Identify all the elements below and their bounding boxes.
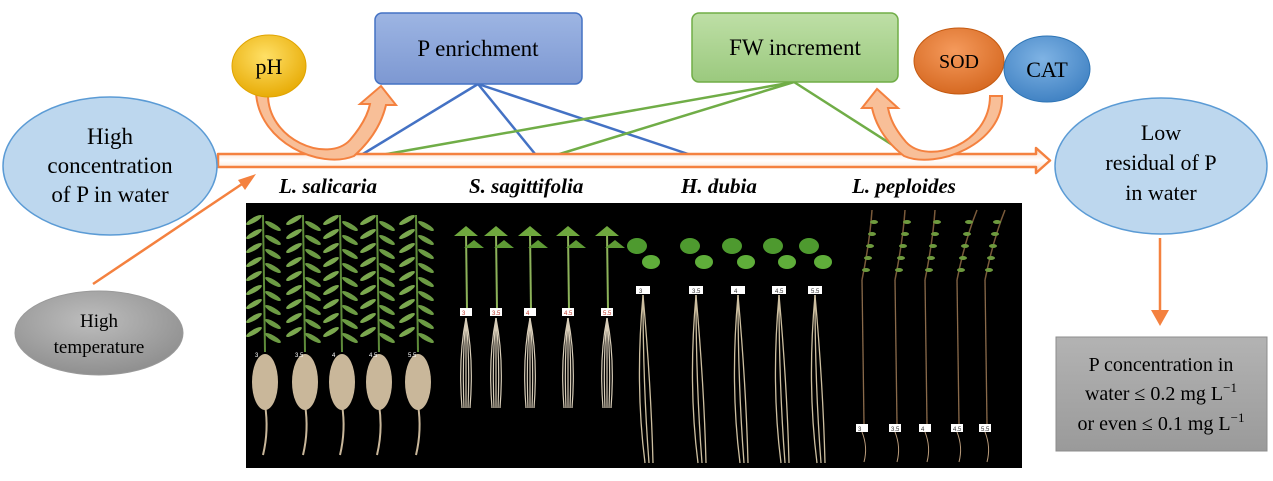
high-p-line1: High [87, 124, 134, 149]
fw-increment-node: FW increment [691, 12, 899, 83]
svg-text:3.5: 3.5 [295, 353, 304, 359]
plants-peploides: 3 3.5 4 4.5 5.5 [856, 209, 1006, 463]
result-box: P concentration in water ≤ 0.2 mg L−1 or… [1055, 336, 1268, 452]
blue-line-dubia [477, 82, 707, 162]
result-down-arrow [1151, 238, 1169, 326]
svg-text:5.5: 5.5 [811, 289, 820, 295]
svg-text:3.5: 3.5 [891, 427, 900, 433]
svg-text:4: 4 [332, 353, 336, 359]
svg-text:3.5: 3.5 [692, 289, 701, 295]
p-enrichment-label: P enrichment [417, 36, 539, 61]
species-label-sagittifolia: S. sagittifolia [469, 174, 583, 198]
svg-text:4.5: 4.5 [775, 289, 784, 295]
svg-text:3: 3 [462, 311, 466, 317]
sod-node: SOD [913, 27, 1005, 95]
svg-text:4.5: 4.5 [369, 353, 378, 359]
species-label-salicaria: L. salicaria [278, 174, 377, 198]
green-line-sagittifolia [539, 80, 795, 162]
connection-lines [352, 80, 917, 162]
svg-text:3: 3 [639, 289, 643, 295]
plants-salicaria: 3 3.5 4 4.5 5.5 [246, 214, 434, 456]
high-temperature-node: High temperature [14, 290, 184, 376]
low-residual-line3: in water [1125, 180, 1197, 205]
plants-sagittifolia: 3 3.5 4 4.5 5.5 [454, 226, 625, 409]
svg-text:5.5: 5.5 [981, 427, 990, 433]
species-label-dubia: H. dubia [680, 174, 757, 198]
ph-curved-arrow [254, 84, 399, 161]
plant-photo: 3 3.5 4 4.5 5.5 3 3.5 4 4.5 5.5 3 3.5 4 4.5 5.5 3 3.5… [246, 203, 1022, 468]
svg-text:4.5: 4.5 [953, 427, 962, 433]
species-label-peploides: L. peploides [851, 174, 956, 198]
high-temp-line2: temperature [54, 337, 145, 358]
cat-node: CAT [1003, 35, 1091, 103]
sod-label: SOD [939, 51, 979, 73]
svg-text:4.5: 4.5 [564, 311, 573, 317]
sod-curved-arrow [859, 87, 1004, 161]
result-line1: P concentration in [1089, 354, 1234, 376]
ph-node: pH [231, 34, 307, 98]
high-p-line3: of P in water [51, 182, 169, 207]
fw-increment-label: FW increment [729, 35, 861, 60]
low-residual-line2: residual of P [1105, 150, 1216, 175]
svg-text:3: 3 [858, 427, 862, 433]
ph-label: pH [256, 54, 283, 79]
p-enrichment-node: P enrichment [374, 12, 583, 85]
high-temp-line1: High [80, 311, 119, 332]
svg-text:4: 4 [921, 427, 925, 433]
svg-text:4: 4 [526, 311, 530, 317]
blue-line-salicaria [352, 82, 479, 162]
high-p-line2: concentration [47, 153, 173, 178]
result-line2: water ≤ 0.2 mg L−1 [1085, 380, 1237, 405]
main-flow-arrow [216, 146, 1052, 175]
green-line-salicaria [352, 80, 795, 162]
blue-line-sagittifolia [477, 83, 541, 161]
svg-text:3: 3 [255, 353, 259, 359]
low-residual-line1: Low [1141, 120, 1181, 145]
plants-dubia: 3 3.5 4 4.5 5.5 [627, 238, 832, 464]
temperature-arrow [92, 174, 256, 286]
high-p-node: High concentration of P in water [2, 96, 218, 236]
svg-text:4: 4 [734, 289, 738, 295]
svg-text:5.5: 5.5 [603, 311, 612, 317]
svg-text:3.5: 3.5 [492, 311, 501, 317]
svg-text:5.5: 5.5 [408, 353, 417, 359]
result-line3: or even ≤ 0.1 mg L−1 [1077, 410, 1244, 435]
cat-label: CAT [1026, 57, 1068, 82]
low-residual-node: Low residual of P in water [1054, 97, 1268, 235]
